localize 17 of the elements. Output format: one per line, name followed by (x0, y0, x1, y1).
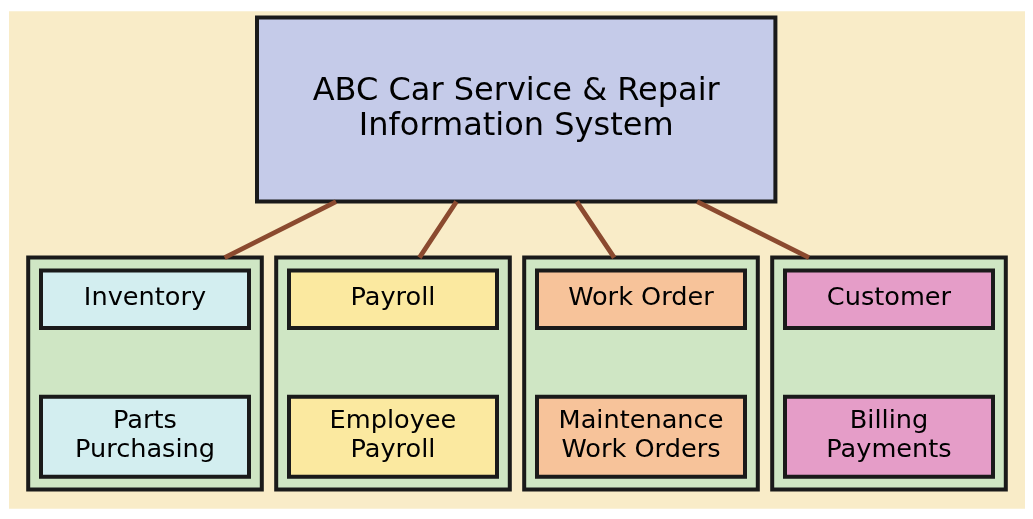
node-box: Billing Payments (782, 394, 995, 479)
node-box: ABC Car Service & Repair Information System (254, 15, 777, 204)
node-box: Customer (782, 267, 995, 330)
connector (695, 199, 810, 260)
connector (416, 199, 458, 259)
node-box: Parts Purchasing (38, 394, 251, 479)
cluster (769, 255, 1008, 492)
node-box: Maintenance Work Orders (534, 394, 747, 479)
node-box: Payroll (286, 267, 499, 330)
cluster (25, 255, 264, 492)
cluster (521, 255, 760, 492)
node-box: Inventory (38, 267, 251, 330)
node-box: Employee Payroll (286, 394, 499, 479)
cluster (273, 255, 512, 492)
connector (574, 199, 616, 259)
node-box: Work Order (534, 267, 747, 330)
connector (223, 199, 337, 260)
